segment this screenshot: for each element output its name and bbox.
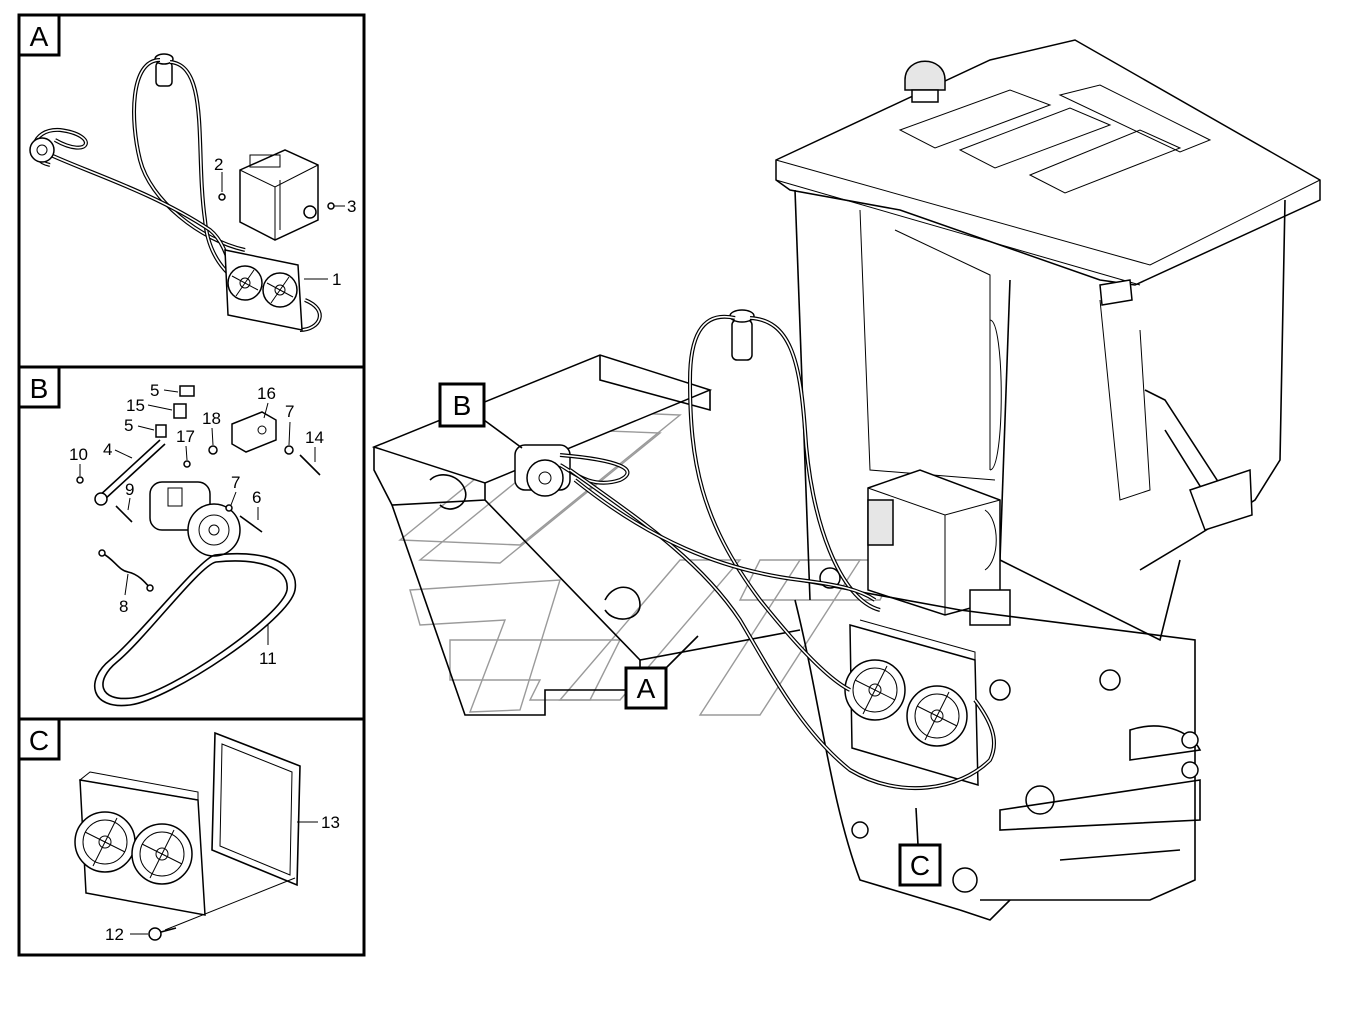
- callout-7a: 7: [285, 402, 294, 421]
- callout-17: 17: [176, 427, 195, 446]
- callout-5b: 5: [124, 416, 133, 435]
- callout-11: 11: [259, 649, 277, 668]
- ref-b: B: [438, 382, 523, 449]
- bolt: [148, 927, 177, 941]
- callout-7b: 7: [231, 473, 240, 492]
- panel-b-label: B: [30, 373, 49, 404]
- ref-b-label: B: [453, 390, 472, 421]
- ref-a: A: [624, 635, 699, 710]
- panel-c: C 13 12: [17, 717, 366, 957]
- callout-3: 3: [347, 197, 356, 216]
- compressor-small: [29, 137, 55, 163]
- loader-frame: [371, 354, 801, 716]
- panel-a-label: A: [30, 21, 49, 52]
- callout-13: 13: [321, 813, 340, 832]
- gasket: [211, 731, 301, 887]
- main-compressor: [514, 444, 571, 497]
- ref-c-label: C: [910, 850, 930, 881]
- callout-1: 1: [332, 270, 341, 289]
- drive-belt: [94, 552, 297, 707]
- callout-15: 15: [126, 396, 145, 415]
- callout-12: 12: [105, 925, 124, 944]
- evaporator-unit: [239, 149, 319, 241]
- callout-18: 18: [202, 409, 221, 428]
- ref-c: C: [898, 807, 942, 887]
- panel-c-label: C: [29, 725, 49, 756]
- condenser-fans: [224, 249, 303, 331]
- rear-condenser: [844, 619, 979, 787]
- ref-a-label: A: [637, 673, 656, 704]
- compressor: [149, 481, 241, 557]
- callout-2: 2: [214, 155, 223, 174]
- condenser-assembly: [74, 771, 206, 916]
- callout-5a: 5: [150, 381, 159, 400]
- main-receiver-drier: [729, 309, 755, 361]
- callout-16: 16: [257, 384, 276, 403]
- callout-4: 4: [103, 440, 112, 459]
- panel-a: A: [17, 13, 366, 369]
- callout-10: 10: [69, 445, 88, 464]
- callout-14: 14: [305, 428, 324, 447]
- panel-b: B: [17, 365, 366, 721]
- operator-cab: [775, 39, 1321, 642]
- callout-8: 8: [119, 597, 128, 616]
- hvac-unit: [867, 469, 1011, 626]
- rear-chassis: [794, 567, 1202, 921]
- callout-6: 6: [252, 488, 261, 507]
- callout-9: 9: [125, 480, 134, 499]
- main-view: B A C: [371, 39, 1321, 921]
